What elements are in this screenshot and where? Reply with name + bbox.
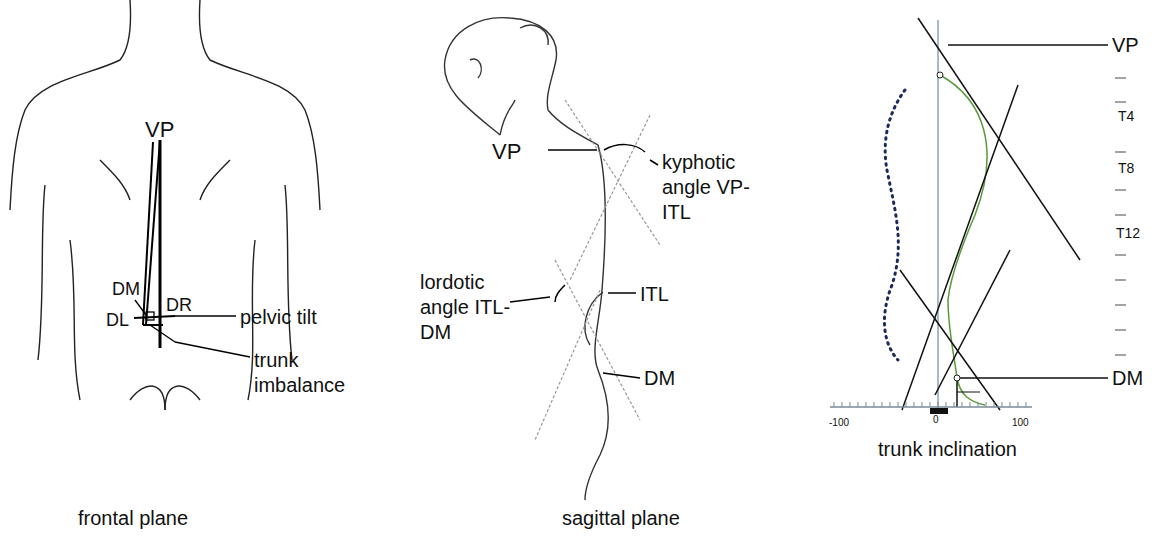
scale-tick (946, 402, 947, 407)
point-label: DM (644, 366, 675, 391)
scale-tick (986, 402, 987, 407)
scale-tick (882, 402, 883, 407)
scale-number: 100 (1012, 417, 1029, 430)
scale-tick (930, 402, 931, 407)
angle-label: kyphotic angle VP-ITL (662, 150, 762, 225)
scale-tick (978, 402, 979, 407)
scale-tick (922, 402, 923, 407)
vertebra-label: VP (145, 116, 174, 144)
vertebra-label: VP (492, 138, 521, 166)
vertebra-tick-label: T4 (1118, 108, 1134, 126)
vertebra-tick-label: T8 (1118, 160, 1134, 178)
measure-label: trunk imbalance (254, 348, 364, 398)
scale-tick (890, 402, 891, 407)
scale-tick (938, 402, 939, 407)
scale-tick (954, 402, 955, 407)
vertebra-label: ITL (640, 282, 669, 307)
scale-tick (914, 402, 915, 407)
scale-tick (858, 402, 859, 407)
scale-tick (898, 402, 899, 407)
scale-number: -100 (829, 417, 849, 430)
scale-tick (1010, 402, 1011, 407)
measure-label: pelvic tilt (240, 305, 317, 330)
scale-tick (1026, 402, 1027, 407)
scale-tick (962, 402, 963, 407)
scale-tick (874, 402, 875, 407)
scale-tick (1018, 402, 1019, 407)
point-label: DR (166, 294, 192, 317)
scale-tick (866, 402, 867, 407)
panel-caption: trunk inclination (878, 437, 1017, 462)
vertebra-label: VP (1112, 33, 1139, 58)
scale-tick (994, 402, 995, 407)
panel-caption: sagittal plane (562, 506, 680, 531)
point-label: DL (106, 309, 129, 332)
scale-tick (1002, 402, 1003, 407)
scale-tick (906, 402, 907, 407)
point-label: DM (1112, 366, 1143, 391)
scale-tick (842, 402, 843, 407)
panel-caption: frontal plane (78, 506, 188, 531)
vertebra-tick-label: T12 (1116, 225, 1140, 243)
scale-tick (834, 402, 835, 407)
scale-tick (850, 402, 851, 407)
scale-number: 0 (933, 414, 939, 427)
angle-label: lordotic angle ITL-DM (420, 270, 520, 345)
scale-tick (970, 402, 971, 407)
point-label: DM (112, 278, 140, 301)
